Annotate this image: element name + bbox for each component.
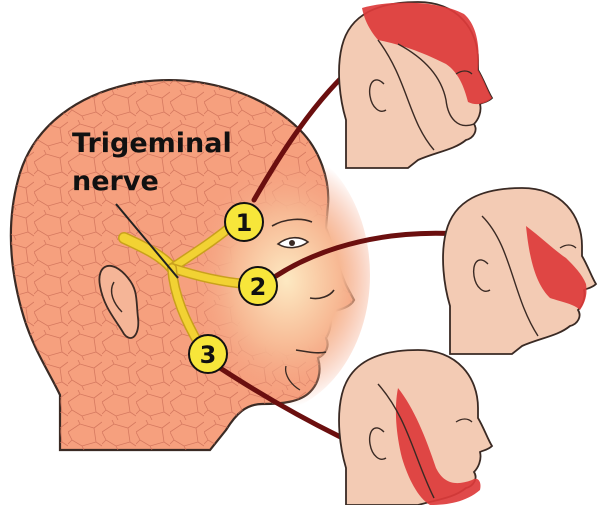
diagram-title: Trigeminal nerve [72, 128, 232, 197]
title-line-2: nerve [72, 166, 159, 197]
badge-3-number: 3 [200, 341, 217, 369]
main-ear [98, 264, 140, 339]
badge-3: 3 [188, 334, 228, 374]
small-head-1 [338, 1, 494, 169]
small-head-2 [442, 187, 598, 355]
badge-2-number: 2 [250, 273, 267, 301]
title-line-1: Trigeminal [72, 128, 232, 159]
title-pointer-line [115, 203, 179, 279]
zone-jaw [395, 388, 481, 505]
small-head-3 [338, 349, 494, 505]
zone-cheek [526, 226, 587, 310]
main-nose [309, 289, 335, 300]
badge-1-number: 1 [236, 209, 253, 237]
badge-1: 1 [224, 202, 264, 242]
badge-2: 2 [238, 266, 278, 306]
zone-forehead [362, 2, 492, 105]
main-mouth [295, 349, 327, 354]
